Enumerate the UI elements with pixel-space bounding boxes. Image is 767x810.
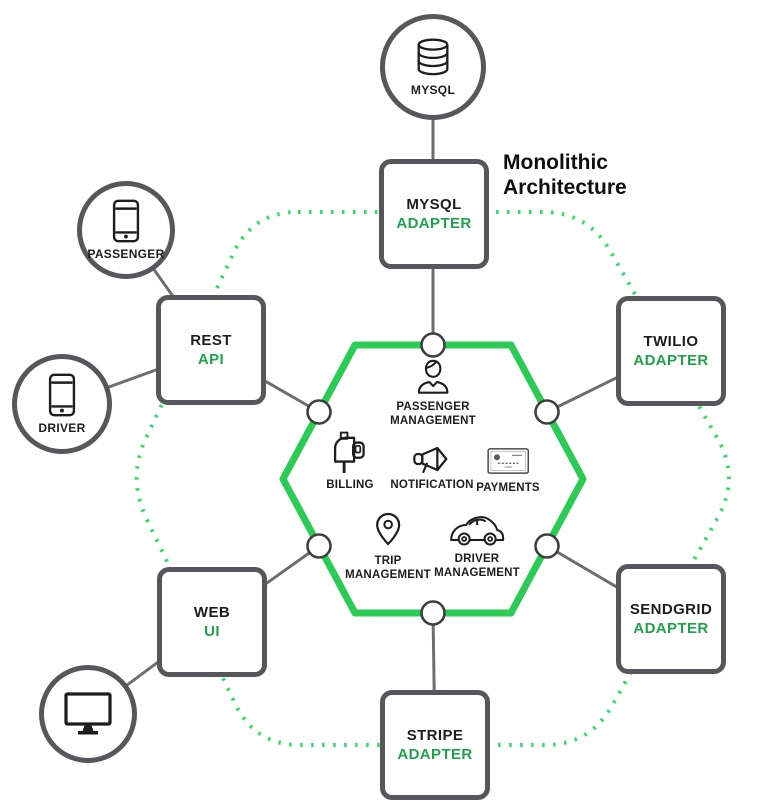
sendgrid-adapter-line2: ADAPTER: [633, 620, 709, 637]
passenger-label: PASSENGER: [87, 247, 165, 261]
twilio-adapter-box: TWILIO ADAPTER: [616, 296, 726, 406]
payments-label: PAYMENTS: [476, 482, 540, 494]
monitor-circle: [39, 665, 137, 763]
sendgrid-adapter-box: SENDGRID ADAPTER: [616, 564, 726, 674]
driver-circle: DRIVER: [12, 354, 112, 454]
person-icon: [414, 358, 452, 396]
driver-management-label1: DRIVER: [454, 553, 500, 565]
rest-api-line1: REST: [190, 332, 232, 349]
port-node-lower-right: [534, 533, 560, 559]
sendgrid-adapter-line1: SENDGRID: [629, 601, 713, 618]
rest-api-box: REST API: [156, 295, 266, 405]
port-node-bottom: [420, 600, 446, 626]
monitor-icon: [64, 692, 112, 736]
car-icon: [449, 510, 505, 546]
credit-card-icon: [486, 442, 530, 475]
mysql-adapter-line2: ADAPTER: [396, 215, 472, 232]
trip-management-label1: TRIP: [374, 555, 402, 567]
notification-module: NOTIFICATION: [390, 440, 473, 492]
hexagon-port-nodes: [306, 332, 560, 626]
stripe-adapter-line1: STRIPE: [406, 727, 464, 744]
passenger-management-module: PASSENGER MANAGEMENT: [390, 358, 476, 428]
rest-api-line2: API: [197, 351, 225, 368]
driver-management-label2: MANAGEMENT: [434, 567, 520, 579]
smartphone-icon: [48, 373, 76, 417]
mysql-adapter-box: MYSQL ADAPTER: [379, 159, 489, 269]
passenger-management-label1: PASSENGER: [396, 401, 470, 413]
web-ui-box: WEB UI: [157, 567, 267, 677]
database-icon: [412, 37, 454, 79]
driver-management-module: DRIVER MANAGEMENT: [434, 510, 520, 580]
mysql-db-label: MYSQL: [410, 83, 456, 97]
smartphone-icon: [112, 199, 140, 243]
monolith-hexagon: [279, 341, 587, 617]
payments-module: PAYMENTS: [476, 442, 540, 495]
location-pin-icon: [375, 512, 401, 546]
stripe-adapter-line2: ADAPTER: [397, 746, 473, 763]
passenger-circle: PASSENGER: [77, 181, 175, 279]
notification-label: NOTIFICATION: [390, 479, 474, 491]
mailbox-icon: [331, 431, 369, 475]
port-node-top: [420, 332, 446, 358]
twilio-adapter-line1: TWILIO: [643, 333, 699, 350]
mysql-db-circle: MYSQL: [380, 14, 486, 120]
trip-management-module: TRIP MANAGEMENT: [345, 512, 431, 582]
title-line-2: Architecture: [503, 176, 627, 199]
stripe-adapter-box: STRIPE ADAPTER: [380, 690, 490, 800]
driver-label: DRIVER: [38, 421, 86, 435]
trip-management-label2: MANAGEMENT: [345, 569, 431, 581]
web-ui-line1: WEB: [193, 604, 231, 621]
billing-module: BILLING: [326, 431, 374, 492]
mysql-adapter-line1: MYSQL: [406, 196, 462, 213]
web-ui-line2: UI: [204, 623, 220, 640]
port-node-upper-left: [306, 399, 332, 425]
passenger-management-label2: MANAGEMENT: [390, 415, 476, 427]
port-node-upper-right: [534, 399, 560, 425]
megaphone-icon: [412, 440, 452, 475]
port-node-lower-left: [306, 533, 332, 559]
billing-label: BILLING: [326, 479, 374, 491]
title-line-1: Monolithic: [503, 151, 608, 174]
twilio-adapter-line2: ADAPTER: [633, 352, 709, 369]
diagram-title: Monolithic Architecture: [503, 150, 627, 200]
